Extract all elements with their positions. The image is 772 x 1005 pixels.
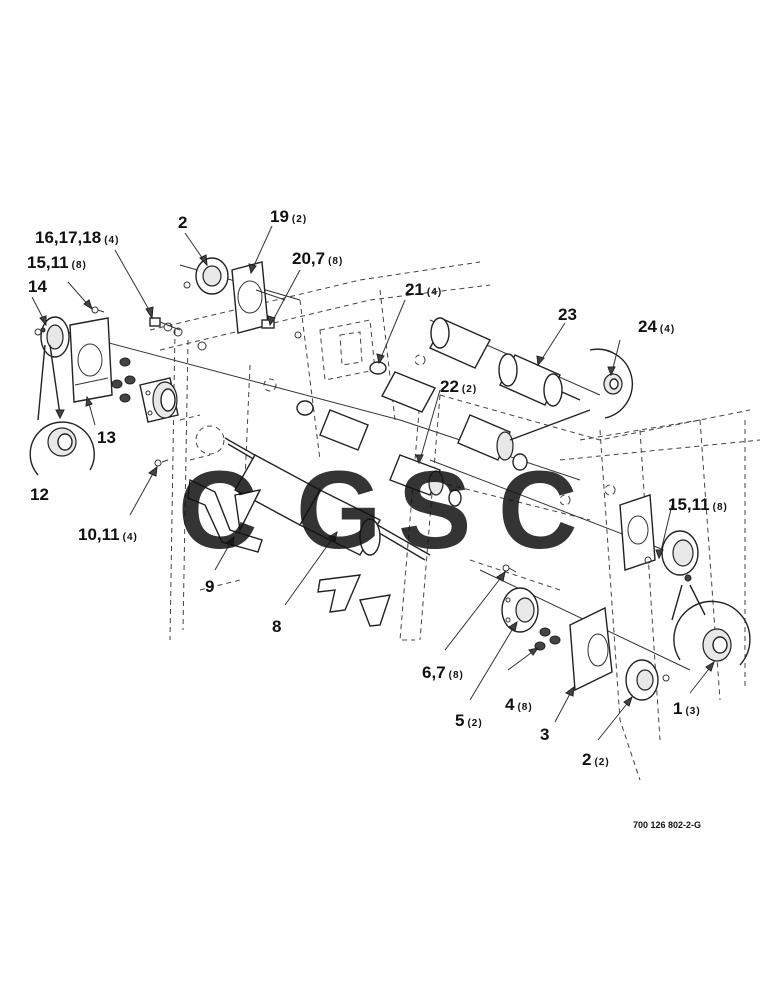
watermark-letter-1: C [178, 449, 257, 572]
part-20-7-bolt [261, 319, 302, 339]
watermark-letter-4: C [498, 449, 577, 572]
callout-22: 22(2) [440, 377, 477, 396]
part-4-nuts [534, 627, 561, 651]
callout-labels: 16,17,18(4) 2 19(2) 20,7(8) 15,11(8) 14 … [27, 207, 728, 769]
part-5-flange [501, 587, 539, 633]
callout-2-top: 2 [178, 213, 187, 232]
callout-13: 13 [97, 428, 116, 447]
callout-1: 1(3) [673, 699, 701, 718]
callout-16-17-18: 16,17,18(4) [35, 228, 119, 247]
callout-12: 12 [30, 485, 49, 504]
callout-24: 24(4) [638, 317, 675, 336]
callout-21: 21(4) [405, 280, 442, 299]
part-3-plate [569, 606, 613, 692]
part-8-main-roller [224, 437, 431, 627]
part-14-flange [34, 316, 70, 358]
part-21-stub [296, 361, 387, 416]
figure-number: 700 126 802-2-G [633, 820, 701, 830]
watermark-letter-2: G [296, 449, 382, 572]
part-2-bottom-bearing [625, 659, 670, 701]
callout-9: 9 [205, 577, 214, 596]
watermark-logo: C G S C [178, 449, 577, 572]
callout-19: 19(2) [270, 207, 307, 226]
part-right-plate [619, 494, 656, 571]
part-23-roller [429, 317, 581, 407]
part-10-11-bolt [154, 459, 169, 467]
part-flange-housing-left [139, 377, 179, 423]
part-nuts-left [111, 357, 136, 403]
callout-15-11-left: 15,11(8) [27, 253, 87, 272]
part-9-bracket [187, 478, 263, 553]
callout-23: 23 [558, 305, 577, 324]
callout-14: 14 [28, 277, 47, 296]
callout-4: 4(8) [505, 695, 533, 714]
callout-20-7: 20,7(8) [292, 249, 343, 268]
frame-phantom-outline [149, 261, 761, 781]
callout-10-11: 10,11(4) [78, 525, 138, 544]
detail-12-inset [29, 344, 95, 476]
detail-24-inset [509, 348, 634, 441]
part-15-11-right-flange [644, 530, 699, 582]
part-16-17-18-bolt [149, 317, 207, 351]
watermark-letter-3: S [398, 449, 471, 572]
callout-15-11-right: 15,11(8) [668, 495, 728, 514]
part-22-roller [319, 371, 528, 507]
part-2-top-bearing [183, 257, 229, 295]
callout-8: 8 [272, 617, 281, 636]
part-15-11-bolts [91, 306, 105, 314]
part-6-7-bolt [502, 564, 517, 573]
leader-lines [31, 225, 715, 741]
callout-2-bottom: 2(2) [582, 750, 610, 769]
callout-3: 3 [540, 725, 549, 744]
callout-5: 5(2) [455, 711, 483, 730]
detail-1-inset [671, 584, 751, 666]
part-13-plate [69, 317, 113, 403]
callout-6-7: 6,7(8) [422, 663, 464, 682]
